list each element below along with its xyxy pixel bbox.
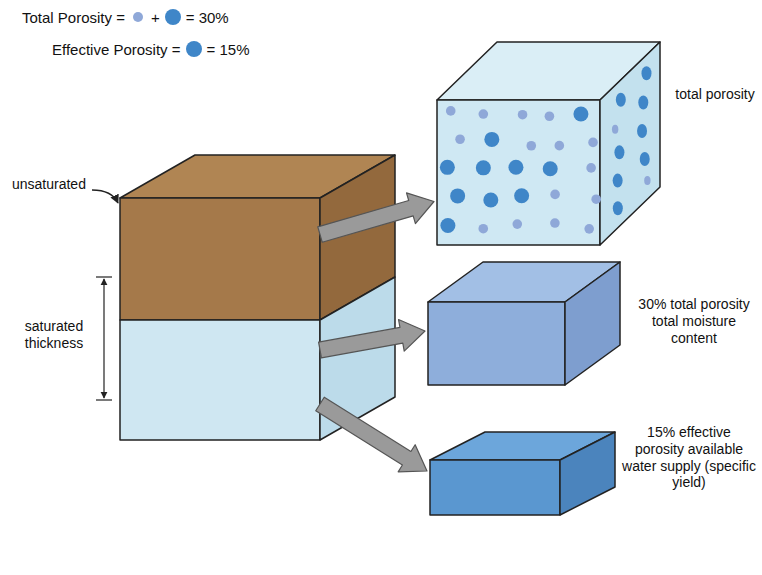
pore	[641, 66, 651, 80]
pore	[446, 106, 456, 116]
pore	[638, 95, 648, 109]
block-arrow	[318, 193, 434, 242]
zone-label: 15% effective porosity available water s…	[622, 424, 756, 491]
pore	[550, 218, 560, 228]
pore	[526, 141, 536, 151]
zone-label: unsaturated	[12, 176, 92, 193]
pore	[514, 188, 529, 203]
equation-text: Effective Porosity =	[52, 41, 181, 58]
block-arrow	[319, 320, 425, 358]
equation-text: = 15%	[207, 41, 250, 58]
porosity-equation: Effective Porosity = = 15%	[52, 40, 250, 58]
pore	[637, 124, 647, 138]
pore	[545, 111, 555, 121]
saturated-front	[120, 320, 320, 440]
zone-label: 30% total porosity total moisture conten…	[632, 296, 756, 346]
pore	[518, 110, 528, 120]
equation-text: = 30%	[186, 9, 229, 26]
cube-front	[430, 460, 560, 515]
porosity-equation: Total Porosity = + = 30%	[22, 8, 229, 26]
pore-dot	[186, 41, 202, 57]
small-pore-symbol	[129, 8, 147, 26]
large-pore-symbol	[164, 8, 182, 26]
pore	[612, 125, 618, 134]
unsaturated-front	[120, 198, 320, 320]
pore	[478, 224, 488, 234]
cube-side	[565, 262, 620, 385]
pore-circles	[440, 66, 652, 233]
zone-label: saturated thickness	[12, 318, 96, 352]
saturated-zone: saturated thickness	[120, 320, 320, 440]
pore	[543, 161, 558, 176]
pore	[613, 201, 623, 215]
pore	[573, 106, 588, 121]
pore	[613, 174, 623, 188]
specific-yield-cube: 15% effective porosity available water s…	[430, 460, 560, 515]
thickness-bracket	[96, 277, 112, 400]
leader-arrow	[92, 190, 118, 203]
cube-front	[437, 100, 600, 245]
cube-side	[560, 432, 615, 515]
pore	[586, 163, 596, 173]
cube-front	[428, 302, 565, 385]
pore	[512, 219, 522, 229]
pore	[550, 190, 560, 200]
pore	[640, 152, 650, 166]
pore	[644, 176, 650, 185]
equation-text: +	[151, 9, 160, 26]
pore	[479, 109, 489, 119]
unsaturated-zone: unsaturated	[120, 198, 320, 320]
pore	[508, 160, 523, 175]
pore	[440, 218, 455, 233]
pore	[476, 160, 491, 175]
pore	[591, 194, 601, 204]
cube-side	[600, 42, 660, 245]
large-pore-symbol	[185, 40, 203, 58]
pore	[616, 93, 626, 107]
moisture-cube: 30% total porosity total moisture conten…	[428, 302, 565, 385]
pore	[584, 224, 594, 234]
block-arrow	[316, 397, 427, 472]
pore	[440, 160, 455, 175]
pore	[484, 132, 499, 147]
pore	[614, 145, 624, 159]
pore	[450, 188, 465, 203]
pore	[588, 138, 598, 148]
pore	[555, 141, 565, 151]
pore	[483, 193, 498, 208]
total-porosity-cube: total porosity	[437, 100, 600, 245]
equation-text: Total Porosity =	[22, 9, 125, 26]
pore-dot	[165, 9, 181, 25]
zone-label: total porosity	[672, 86, 758, 103]
pore-dot	[133, 12, 143, 22]
pore	[455, 134, 465, 144]
